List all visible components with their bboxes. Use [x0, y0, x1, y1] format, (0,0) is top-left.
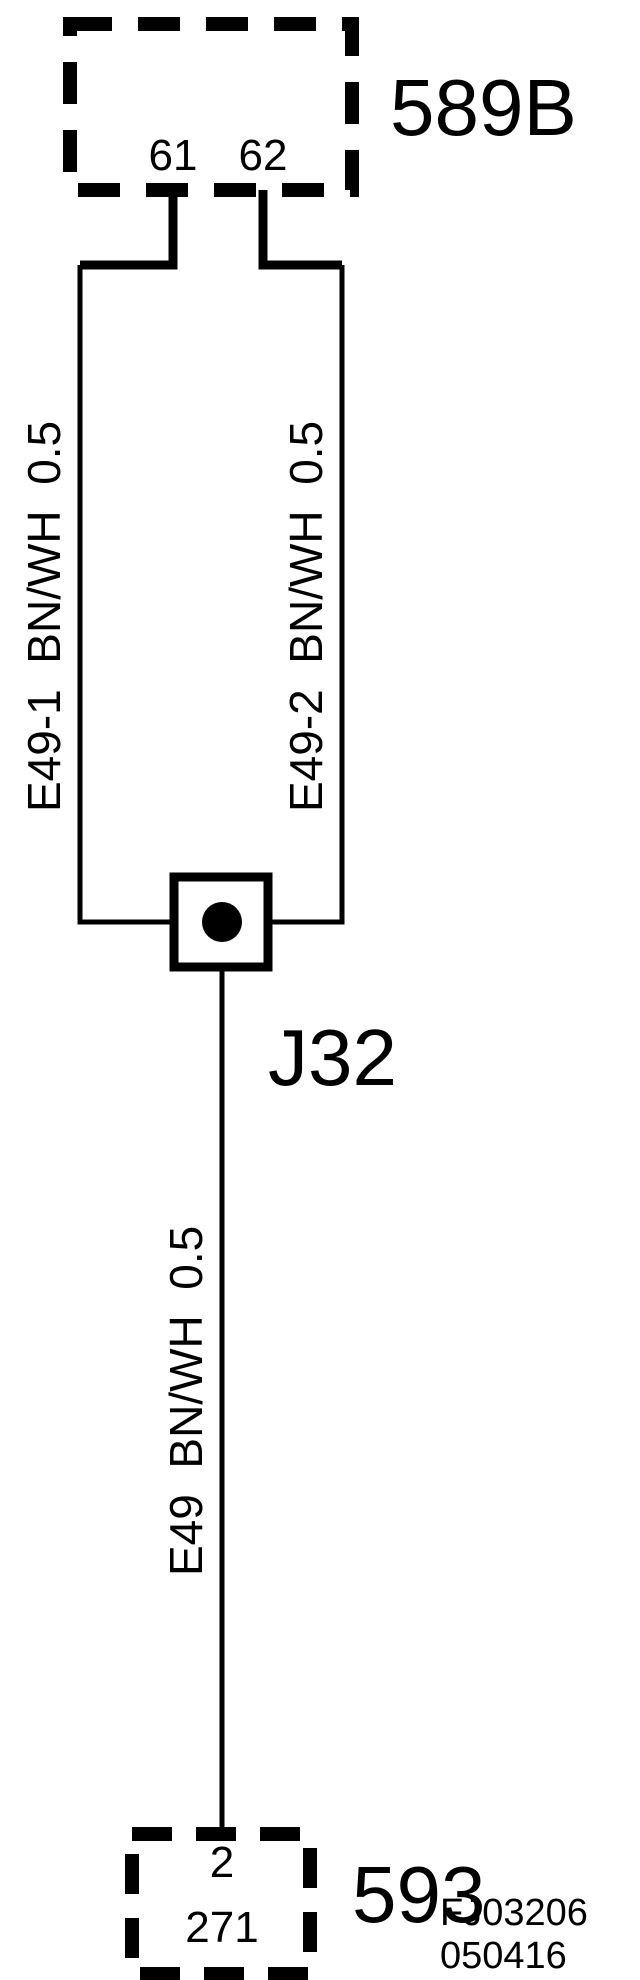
reference-code-line2: 050416 — [440, 1935, 567, 1977]
wire-e49-2-label: E49-2 BN/WH 0.5 — [280, 421, 332, 812]
reference-code-line1: FJ03206 — [440, 1892, 588, 1934]
pin-62-stub — [258, 190, 342, 270]
connector-593-outline — [125, 1827, 317, 1980]
wire-e49-label: E49 BN/WH 0.5 — [160, 1226, 212, 1576]
pin-2-label: 2 — [210, 1838, 234, 1887]
splice-j32: J32 — [169, 872, 397, 1102]
wire-e49-1-label: E49-1 BN/WH 0.5 — [18, 421, 70, 812]
pin-61-stub — [80, 190, 178, 270]
connector-589b-label: 589B — [390, 63, 577, 152]
pin-62-label: 62 — [239, 131, 288, 180]
connector-589b: 589B 61 62 — [63, 17, 577, 197]
connector-589b-outline — [63, 17, 359, 197]
connector-593: 2 271 593 — [125, 1827, 485, 1980]
splice-j32-dot — [202, 902, 242, 942]
connector-593-code: 271 — [185, 1903, 258, 1952]
pin-61-label: 61 — [149, 131, 198, 180]
splice-j32-label: J32 — [268, 1013, 397, 1102]
connector-593-label: 593 — [352, 1850, 485, 1939]
wire-e49-1 — [77, 265, 222, 925]
